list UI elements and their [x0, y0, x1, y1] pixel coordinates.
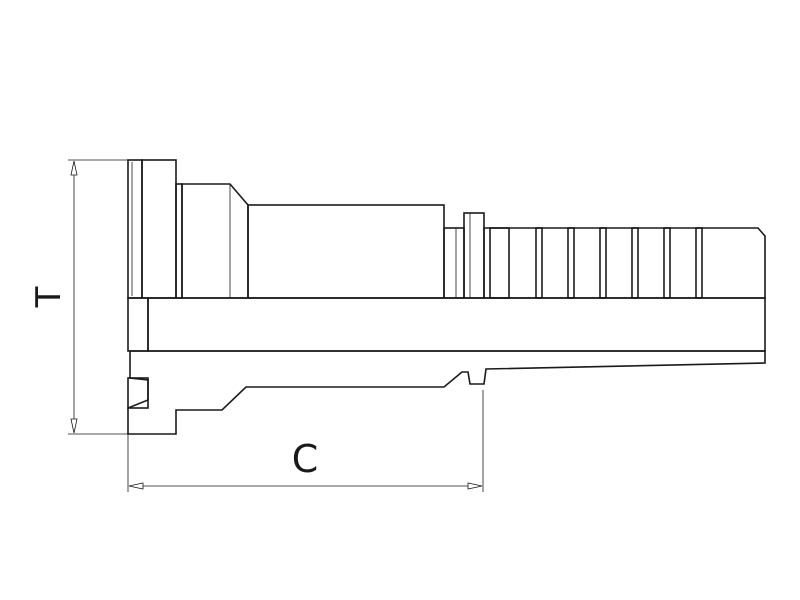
dimension-c: C	[127, 390, 484, 492]
arrow-down-icon	[70, 418, 78, 434]
seal-groove	[127, 377, 149, 409]
hose-tail	[483, 227, 766, 299]
barb-groove	[489, 227, 510, 299]
shoulder	[181, 183, 249, 299]
section-hatch	[127, 350, 766, 435]
arrow-up-icon	[70, 160, 78, 176]
bore	[147, 297, 766, 352]
bore-entry	[127, 297, 149, 352]
barb-groove	[663, 227, 671, 299]
fitting-section	[127, 297, 766, 435]
collar	[463, 212, 485, 299]
barb-groove	[631, 227, 639, 299]
dimension-t: T	[29, 159, 128, 435]
barb-groove	[535, 227, 543, 299]
barb-groove	[695, 227, 703, 299]
arrow-right-icon	[467, 482, 483, 490]
flange	[141, 159, 177, 299]
flange-neck	[175, 183, 183, 299]
dimension-c-label: C	[292, 437, 319, 481]
fitting-exterior	[127, 159, 766, 299]
barb-groove	[567, 227, 575, 299]
barb-grooves	[489, 227, 703, 299]
flange-face	[127, 159, 143, 299]
body-step	[443, 227, 465, 299]
dimension-t-label: T	[29, 286, 69, 308]
arrow-left-icon	[128, 482, 144, 490]
barb-groove	[599, 227, 607, 299]
fitting-body	[247, 204, 445, 299]
